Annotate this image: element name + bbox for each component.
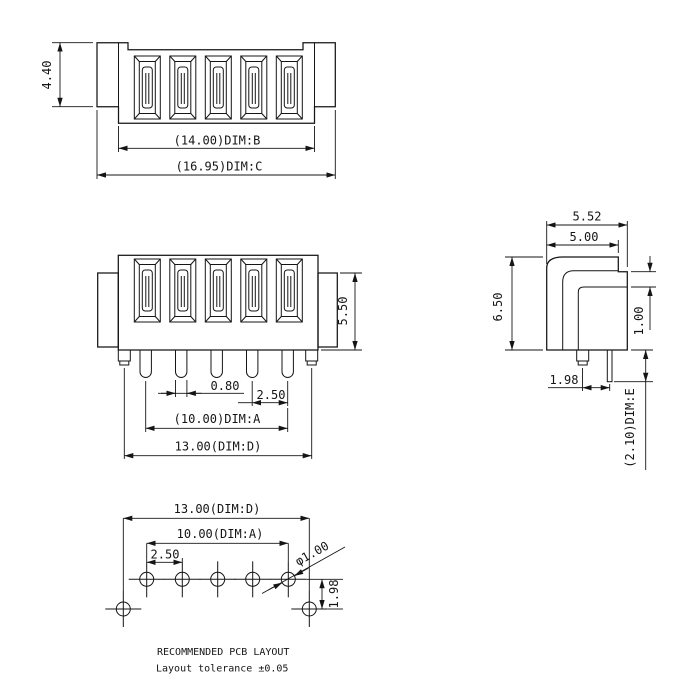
side-view: 5.52 5.00 6.50 1.00 1.98 — [491, 210, 656, 470]
contact — [204, 258, 232, 323]
contact — [240, 258, 268, 323]
contact — [133, 55, 161, 120]
dim-top-height: 4.40 — [40, 42, 93, 108]
pcb-layout: 13.00(DIM:D) 10.00(DIM:A) 2.50 φ1.00 1.9… — [104, 502, 346, 675]
dim-side-pin-offset: 1.98 — [548, 368, 611, 391]
dim-d-pcb: 13.00(DIM:D) — [123, 502, 310, 521]
note-line-2: Layout tolerance ±0.05 — [156, 664, 288, 675]
front-view: 5.50 0.80 2.50 (10.00)DIM:A 13. — [97, 254, 362, 459]
front-view-pins — [117, 349, 319, 378]
dim-front-height: 5.50 — [321, 272, 362, 351]
dim-label-side-total-width: 5.52 — [573, 210, 602, 224]
front-view-right-tab — [317, 272, 338, 348]
dim-e: (2.10)DIM:E — [614, 349, 653, 470]
solder-pin — [175, 349, 188, 378]
pcb-hole — [163, 560, 201, 598]
dim-front-pitch: 2.50 — [238, 381, 289, 406]
pcb-holes — [104, 560, 328, 628]
solder-pin — [139, 349, 152, 378]
dim-label-side-pin-offset: 1.98 — [550, 373, 579, 387]
mount-peg — [576, 349, 590, 366]
front-view-left-tab — [97, 272, 119, 348]
side-view-body-outline — [546, 256, 628, 351]
dim-label-side-step: 1.00 — [632, 307, 646, 336]
top-view-contacts — [133, 55, 303, 120]
dim-label-e: (2.10)DIM:E — [623, 388, 637, 467]
dim-a-front: (10.00)DIM:A — [145, 381, 289, 432]
dim-b: (14.00)DIM:B — [118, 126, 315, 152]
dim-label-d-pcb: 13.00(DIM:D) — [174, 502, 261, 516]
dim-pin-width: 0.80 — [158, 379, 244, 397]
dim-label-front-pitch: 2.50 — [257, 388, 286, 402]
dim-label-top-height: 4.40 — [40, 61, 54, 90]
dim-label-b: (14.00)DIM:B — [174, 134, 261, 148]
solder-pin — [210, 349, 223, 378]
dim-row-offset-pcb: 1.98 — [319, 579, 341, 609]
mount-peg — [117, 349, 131, 366]
contact — [169, 258, 197, 323]
contact — [204, 55, 232, 120]
dim-label-a-front: (10.00)DIM:A — [174, 412, 261, 426]
pcb-hole — [104, 590, 142, 628]
contact — [275, 55, 303, 120]
dim-label-pitch-pcb: 2.50 — [151, 548, 180, 562]
pcb-hole — [199, 560, 237, 598]
dim-side-body-width: 5.00 — [546, 230, 619, 253]
pcb-hole — [128, 560, 166, 598]
dim-label-a-pcb: 10.00(DIM:A) — [177, 527, 264, 541]
dim-a-pcb: 10.00(DIM:A) — [146, 527, 289, 546]
dim-label-side-height: 6.50 — [491, 293, 505, 322]
dim-label-row-offset-pcb: 1.98 — [327, 580, 341, 609]
note-line-1: RECOMMENDED PCB LAYOUT — [157, 647, 289, 658]
front-view-contacts — [133, 258, 303, 323]
dim-c: (16.95)DIM:C — [96, 110, 336, 179]
contact — [133, 258, 161, 323]
top-view: 4.40 (14.00)DIM:B (16.95)DIM:C — [40, 42, 336, 179]
mount-peg — [305, 349, 319, 366]
dim-pitch-pcb: 2.50 — [146, 548, 183, 565]
dim-d-front: 13.00(DIM:D) — [123, 368, 313, 459]
dim-label-side-body-width: 5.00 — [570, 230, 599, 244]
side-view-contact-inner — [577, 286, 628, 350]
contact — [275, 258, 303, 323]
dim-side-height: 6.50 — [491, 256, 543, 351]
top-view-housing-outline — [96, 42, 336, 124]
dim-side-total-width: 5.52 — [546, 210, 628, 267]
contact — [169, 55, 197, 120]
dim-side-step: 1.00 — [631, 256, 656, 335]
dim-label-d-front: 13.00(DIM:D) — [175, 440, 262, 454]
dim-label-hole-diameter: φ1.00 — [293, 539, 331, 569]
dim-label-pin-width: 0.80 — [211, 379, 240, 393]
solder-pin-side — [606, 349, 613, 383]
solder-pin — [246, 349, 259, 378]
solder-pin — [281, 349, 294, 378]
contact — [240, 55, 268, 120]
dim-label-c: (16.95)DIM:C — [176, 160, 263, 174]
dim-label-front-height: 5.50 — [336, 297, 350, 326]
side-view-contact-outer — [562, 270, 619, 350]
